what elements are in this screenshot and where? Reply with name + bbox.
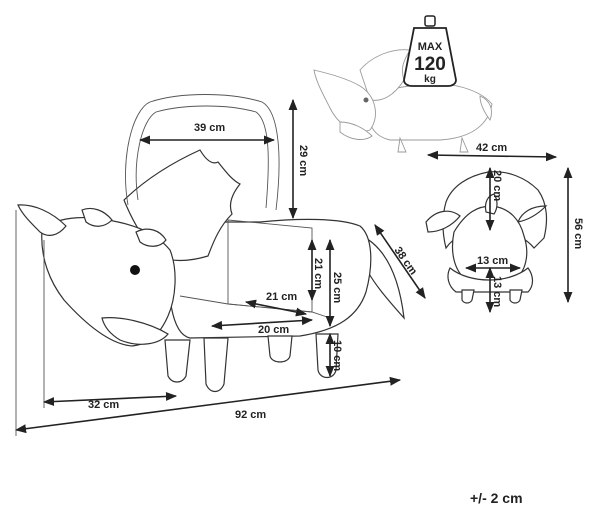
- total-length-line: [14, 376, 402, 434]
- crest-height-label: 20 cm: [491, 170, 503, 201]
- front-length-label: 32 cm: [88, 399, 119, 411]
- weight-capacity-drawing: [313, 49, 493, 153]
- body-height-label: 25 cm: [331, 272, 343, 303]
- handle-height-label: 29 cm: [297, 145, 309, 176]
- seat-width-label: 20 cm: [258, 324, 289, 336]
- seat-inner-height-label: 21 cm: [312, 258, 324, 289]
- main-dimension-lines: [14, 98, 426, 436]
- face-width-label: 13 cm: [477, 255, 508, 267]
- front-view-drawing: [425, 171, 548, 304]
- main-dimension-labels: 39 cm 29 cm 32 cm 92 cm 38 cm 21 cm 20 c…: [88, 122, 419, 421]
- tolerance-note: +/- 2 cm: [470, 490, 523, 506]
- total-height-label: 56 cm: [572, 218, 584, 249]
- depth-diagonal-label: 38 cm: [392, 245, 420, 278]
- weight-badge-value: 120: [414, 54, 446, 75]
- weight-badge-unit: kg: [424, 74, 436, 85]
- front-dimension-lines: [426, 150, 573, 314]
- face-height-label: 13 cm: [491, 276, 503, 307]
- front-width-line: [426, 150, 558, 162]
- seat-depth-label: 21 cm: [266, 291, 297, 303]
- seat-width-line: [210, 316, 314, 330]
- front-width-label: 42 cm: [476, 142, 507, 154]
- leg-height-label: 10 cm: [331, 340, 343, 371]
- depth-diagonal-line: [374, 224, 426, 299]
- seat-depth-line: [244, 299, 308, 317]
- handle-width-label: 39 cm: [194, 122, 225, 134]
- weight-badge-max: MAX: [418, 41, 443, 53]
- total-length-label: 92 cm: [235, 409, 266, 421]
- main-ottoman-drawing: [17, 94, 405, 393]
- front-dimension-labels: 42 cm 56 cm 20 cm 13 cm 13 cm: [476, 142, 584, 307]
- weight-badge: MAX 120 kg: [403, 15, 457, 87]
